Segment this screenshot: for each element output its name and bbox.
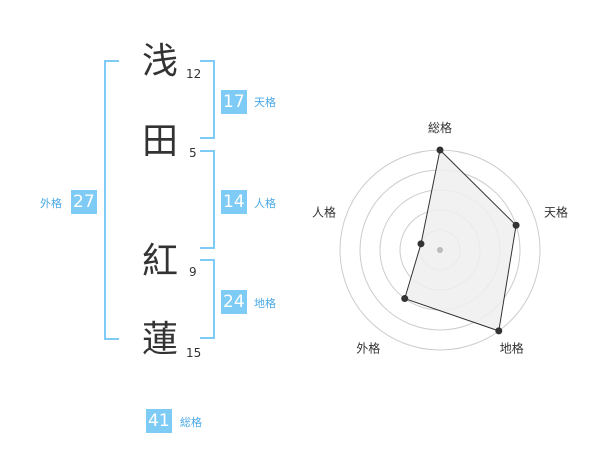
tenkaku-label: 天格: [254, 96, 276, 109]
gaikaku-bracket: [104, 60, 119, 340]
radar-point-5: [417, 240, 425, 248]
soukaku-label: 総格: [180, 416, 202, 429]
radar-area: [404, 148, 517, 332]
jinkaku-value: 14: [221, 190, 247, 214]
gaikaku-label: 外格: [40, 197, 62, 210]
name-char-2: 田: [141, 121, 178, 162]
name-char-3: 紅: [141, 241, 178, 282]
radar-axis-label-5: 人格: [312, 204, 336, 219]
radar-axis-label-2: 天格: [544, 204, 568, 219]
chikaku-value: 24: [221, 290, 247, 314]
name-char-4: 蓮: [141, 319, 178, 360]
chikaku-bracket: [200, 259, 215, 339]
radar-point-2: [512, 221, 520, 229]
stroke-count-2: 5: [189, 146, 197, 160]
radar-point-4: [401, 295, 409, 303]
tenkaku-bracket: [200, 60, 215, 139]
tenkaku-value: 17: [221, 90, 247, 114]
radar-axis-label-4: 外格: [356, 341, 380, 356]
jinkaku-label: 人格: [254, 197, 276, 210]
stroke-count-1: 12: [186, 67, 202, 81]
gaikaku-value: 27: [71, 190, 97, 214]
name-char-1: 浅: [141, 41, 178, 82]
radar-point-1: [436, 146, 444, 154]
radar-axis-label-3: 地格: [500, 341, 524, 356]
chikaku-label: 地格: [254, 297, 276, 310]
stroke-count-3: 9: [189, 265, 197, 279]
radar-axis-label-1: 総格: [428, 120, 452, 135]
soukaku-value: 41: [146, 409, 172, 433]
radar-point-3: [495, 327, 503, 335]
stroke-count-4: 15: [186, 346, 202, 360]
jinkaku-bracket: [200, 150, 215, 249]
radar-center-dot: [437, 247, 443, 253]
